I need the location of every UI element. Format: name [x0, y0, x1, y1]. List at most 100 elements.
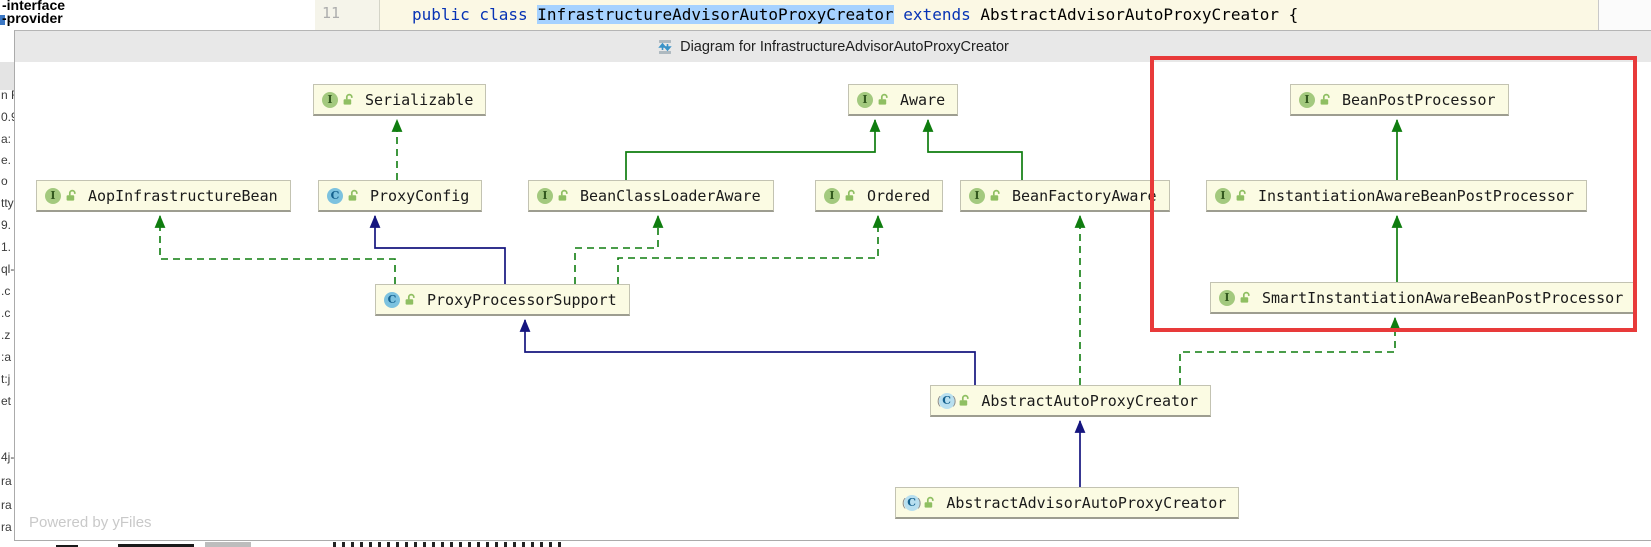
clipped-text-fragment: e.	[1, 153, 12, 167]
class-name-label: Aware	[900, 90, 946, 109]
line-number: 11	[322, 4, 341, 22]
clipped-text-fragment: 1.	[1, 240, 12, 254]
interface-icon: I	[1215, 187, 1231, 204]
node-serializable[interactable]: I Serializable	[313, 84, 487, 116]
clipped-text-fragment: t:j	[1, 372, 11, 386]
class-name-label: ProxyProcessorSupport	[427, 290, 617, 309]
node-abstract-advisor-auto-proxy-creator[interactable]: (C) AbstractAdvisorAutoProxyCreator	[895, 487, 1240, 519]
class-name-label: AbstractAdvisorAutoProxyCreator	[946, 493, 1227, 512]
editor-gutter: 11	[315, 0, 380, 30]
clipped-text-fragment: 4j-	[1, 450, 14, 464]
background-editor-clipped-text	[14, 541, 1651, 547]
clipped-text-fragment: .z	[1, 328, 11, 342]
clipped-text-fragment: ra	[1, 520, 12, 534]
diagram-icon	[658, 39, 672, 54]
class-name-label: Ordered	[867, 186, 931, 205]
node-bean-post-processor[interactable]: I BeanPostProcessor	[1290, 84, 1509, 116]
interface-icon: I	[969, 187, 985, 204]
node-bean-factory-aware[interactable]: I BeanFactoryAware	[960, 180, 1170, 212]
public-lock-icon	[66, 189, 76, 201]
class-name-label: BeanClassLoaderAware	[580, 186, 761, 205]
class-name-label: AbstractAutoProxyCreator	[981, 391, 1199, 410]
clipped-folder-icon	[0, 15, 5, 25]
background-left-column: n F0.9a:e.otty9.1.ql-.c.c.z:at:jet4j-rar…	[0, 30, 14, 547]
class-name-label: Serializable	[365, 90, 474, 109]
edge-proxy-processor-support-to-proxy-config	[369, 214, 506, 284]
class-name-label: ProxyConfig	[370, 186, 470, 205]
class-name-label: BeanFactoryAware	[1012, 186, 1157, 205]
editor-scrollbar[interactable]	[1598, 0, 1651, 30]
public-lock-icon	[845, 189, 855, 201]
clipped-text-fragment: ra	[1, 474, 12, 488]
clipped-text-fragment: ql-	[1, 262, 14, 276]
code-keyword-extends: extends	[893, 5, 981, 24]
tree-item-interface[interactable]: -interface	[2, 0, 66, 13]
interface-icon: I	[45, 187, 61, 204]
public-lock-icon	[990, 189, 1000, 201]
interface-icon: I	[322, 91, 338, 108]
clipped-background-mark	[56, 545, 78, 547]
public-lock-icon	[878, 93, 888, 105]
clipped-text-fragment: et	[1, 394, 12, 408]
highlight-annotation-rectangle	[1150, 56, 1637, 332]
interface-icon: I	[1219, 289, 1235, 306]
public-lock-icon	[959, 394, 969, 406]
node-aop-infrastructure-bean[interactable]: I AopInfrastructureBean	[36, 180, 291, 212]
node-proxy-config[interactable]: C ProxyConfig	[318, 180, 483, 212]
public-lock-icon	[1236, 189, 1246, 201]
public-lock-icon	[1320, 93, 1330, 105]
node-aware[interactable]: I Aware	[848, 84, 959, 116]
edge-proxy-processor-support-to-bean-class-loader-aware	[574, 214, 664, 284]
yfiles-watermark: Powered by yFiles	[29, 514, 152, 531]
clipped-background-mark	[205, 542, 251, 547]
clipped-background-mark	[333, 542, 561, 547]
clipped-text-fragment: .c	[1, 284, 11, 298]
edge-proxy-processor-support-to-ordered	[617, 214, 884, 284]
clipped-text-fragment: tty	[1, 196, 14, 210]
node-abstract-auto-proxy-creator[interactable]: (C) AbstractAutoProxyCreator	[930, 385, 1212, 417]
interface-icon: I	[1299, 91, 1315, 108]
clipped-text-fragment: .c	[1, 306, 11, 320]
public-lock-icon	[924, 496, 934, 508]
code-line[interactable]: public class InfrastructureAdvisorAutoPr…	[380, 0, 1598, 30]
clipped-text-fragment: 9.	[1, 218, 12, 232]
class-icon: C	[327, 187, 343, 204]
editor-strip: -interface-provider 11 public class Infr…	[0, 0, 1651, 30]
node-ordered[interactable]: I Ordered	[815, 180, 944, 212]
interface-icon: I	[537, 187, 553, 204]
class-icon: C	[384, 291, 400, 308]
project-tree-clipped: -interface-provider	[0, 0, 315, 30]
public-lock-icon	[348, 189, 358, 201]
tree-item-provider[interactable]: -provider	[2, 10, 63, 26]
clipped-text-fragment: o	[1, 174, 8, 188]
left-column-highlight	[0, 62, 14, 90]
clipped-background-mark	[118, 544, 194, 547]
class-name-label: InstantiationAwareBeanPostProcessor	[1258, 186, 1575, 205]
edge-bean-factory-aware-to-aware	[922, 118, 1023, 180]
node-instantiation-aware-bean-post-processor[interactable]: I InstantiationAwareBeanPostProcessor	[1206, 180, 1588, 212]
public-lock-icon	[1240, 291, 1250, 303]
popup-title-text: Diagram for InfrastructureAdvisorAutoPro…	[680, 38, 1009, 55]
class-name-label: BeanPostProcessor	[1342, 90, 1496, 109]
edge-abstract-auto-proxy-creator-to-proxy-processor-support	[519, 318, 976, 385]
code-keyword: public class	[412, 5, 538, 24]
node-proxy-processor-support[interactable]: C ProxyProcessorSupport	[375, 284, 630, 316]
node-bean-class-loader-aware[interactable]: I BeanClassLoaderAware	[528, 180, 774, 212]
clipped-text-fragment: n F	[1, 88, 14, 102]
edge-proxy-processor-support-to-aop-infrastructure-bean	[154, 214, 396, 284]
selected-class-name: InfrastructureAdvisorAutoProxyCreator	[537, 5, 894, 24]
public-lock-icon	[343, 93, 353, 105]
clipped-text-fragment: :a	[1, 350, 12, 364]
code-superclass: AbstractAdvisorAutoProxyCreator {	[980, 5, 1299, 24]
interface-icon: I	[857, 91, 873, 108]
edge-abstract-auto-proxy-creator-to-smart-instantiation-aware-bean-post-processor	[1179, 316, 1401, 385]
interface-icon: I	[824, 187, 840, 204]
class-name-label: AopInfrastructureBean	[88, 186, 278, 205]
abstract-class-icon: C	[903, 494, 920, 511]
node-smart-instantiation-aware-bean-post-processor[interactable]: I SmartInstantiationAwareBeanPostProcess…	[1210, 282, 1637, 314]
edge-bean-class-loader-aware-to-aware	[625, 118, 881, 180]
class-name-label: SmartInstantiationAwareBeanPostProcessor	[1262, 288, 1624, 307]
